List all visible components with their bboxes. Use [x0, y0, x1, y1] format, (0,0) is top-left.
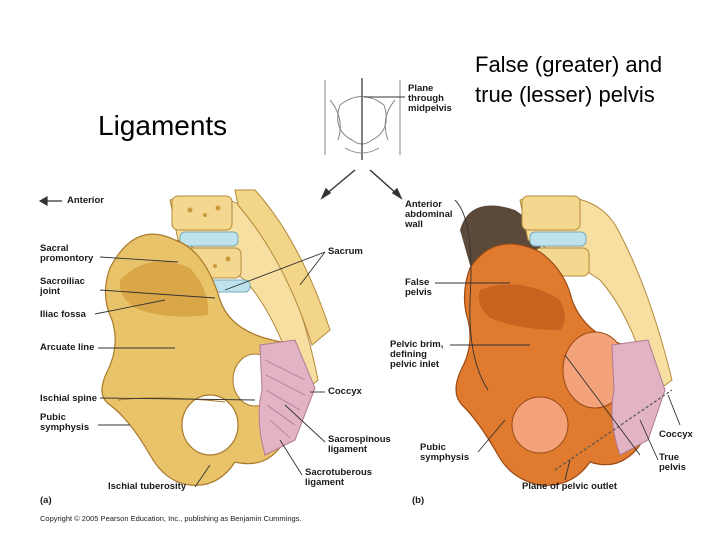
- panel-b-pelvis: [455, 195, 673, 486]
- slide-title-pelvis: False (greater) and true (lesser) pelvis: [475, 50, 662, 110]
- label-coccyx-a: Coccyx: [328, 386, 362, 397]
- inset-arrows: [320, 169, 403, 200]
- slide-title-pelvis-line2: true (lesser) pelvis: [475, 82, 655, 107]
- label-pelvic-brim: Pelvic brim, defining pelvic inlet: [390, 339, 444, 370]
- label-pubic-symphysis-a: Pubic symphysis: [40, 412, 90, 433]
- label-ischial-tuberosity: Ischial tuberosity: [108, 481, 187, 492]
- label-false-pelvis: False pelvis: [405, 277, 432, 298]
- label-arcuate-line: Arcuate line: [40, 342, 95, 353]
- label-sacrospinous-ligament: Sacrospinous ligament: [328, 434, 391, 455]
- label-iliac-fossa: Iliac fossa: [40, 309, 86, 320]
- inset-pelvis-sketch: [324, 78, 401, 160]
- label-pubic-symphysis-b: Pubic symphysis: [420, 442, 470, 463]
- panel-b-leaders: [435, 199, 681, 481]
- panel-b-tag: (b): [412, 495, 425, 506]
- plane-of-pelvic-outlet-line: [554, 389, 673, 471]
- label-sacrotuberous-ligament: Sacrotuberous ligament: [305, 467, 373, 488]
- copyright-notice: Copyright © 2005 Pearson Education, Inc.…: [40, 514, 302, 523]
- label-true-pelvis: True pelvis: [659, 452, 686, 473]
- label-sacral-promontory: Sacral promontory: [40, 243, 94, 264]
- label-ischial-spine: Ischial spine: [40, 393, 98, 404]
- panel-a-spine: [169, 189, 331, 396]
- panel-a-ligaments: [258, 339, 316, 456]
- slide-title-ligaments: Ligaments: [98, 110, 228, 141]
- label-sacrum: Sacrum: [328, 246, 363, 257]
- inset-plane-label: Plane through midpelvis: [408, 83, 452, 114]
- slide-title-pelvis-line1: False (greater) and: [475, 52, 663, 77]
- label-coccyx-b: Coccyx: [659, 429, 693, 440]
- label-sacroiliac-joint: Sacroiliac joint: [40, 276, 85, 297]
- panel-a-leaders: [94, 251, 326, 488]
- label-anterior: Anterior: [67, 195, 104, 206]
- panel-a-tag: (a): [40, 495, 52, 506]
- label-anterior-abdominal-wall: Anterior abdominal wall: [405, 199, 453, 230]
- label-plane-of-pelvic-outlet: Plane of pelvic outlet: [522, 481, 618, 492]
- anterior-arrow: [38, 195, 62, 207]
